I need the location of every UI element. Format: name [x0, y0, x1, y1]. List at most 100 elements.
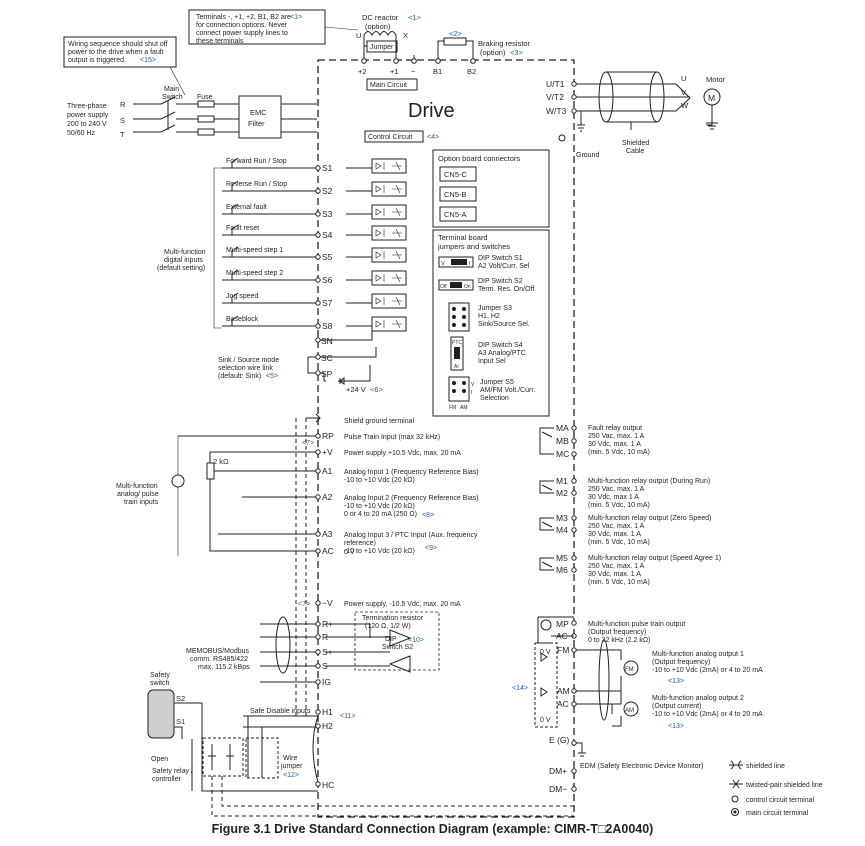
main-circuit-label: Main Circuit — [370, 82, 407, 89]
fm-desc: Multi-function analog output 1 — [652, 651, 744, 658]
relay-output-desc: 250 Vac, max. 1 A — [588, 563, 645, 570]
ref-10: <10> — [408, 637, 424, 644]
relay-output-terminal: M4 — [556, 525, 568, 535]
control-terminal — [315, 211, 321, 217]
optocoupler-icon — [371, 181, 407, 197]
comm-terminal: R− — [322, 632, 333, 642]
relay-output-terminal: M2 — [556, 488, 568, 498]
jumper-s5-pins — [452, 381, 466, 393]
open-label: Open — [151, 756, 168, 763]
pulse-source — [171, 474, 185, 488]
analog-input-terminal: A2 — [322, 492, 333, 502]
comm-wires — [260, 623, 390, 683]
comm-terminal: R+ — [322, 619, 333, 629]
analog-out-box — [534, 642, 558, 728]
control-terminal — [571, 567, 577, 573]
analog-inputs-label: Multi-function — [116, 483, 158, 490]
analog-inputs-label: analog/ pulse — [117, 491, 159, 498]
power-supply-label: 50/60 Hz — [67, 130, 96, 137]
fm-meter-label: FM — [625, 667, 634, 673]
shielded-cable-label: Shielded — [622, 140, 649, 147]
edm-label: EDM (Safety Electronic Device Monitor) — [580, 763, 703, 770]
wiring-note-line: Wiring sequence should shut off — [68, 41, 168, 48]
control-terminal — [315, 468, 321, 474]
am-desc: (Output current) — [652, 703, 701, 710]
pulse-out-symbol — [540, 619, 552, 631]
control-terminal — [571, 527, 577, 533]
braking-ref: <3> — [510, 48, 524, 57]
relay-output-desc: 250 Vac, max. 1 A — [588, 523, 645, 530]
am-meter — [623, 701, 639, 717]
sc-terminal — [315, 354, 321, 360]
digital-inputs-label: digital inputs — [164, 257, 203, 264]
am-desc: -10 to +10 Vdc (2mA) or 4 to 20 mA — [652, 711, 763, 718]
fm-desc: (Output frequency) — [652, 659, 710, 666]
control-terminal — [571, 515, 577, 521]
braking-wires — [437, 40, 474, 61]
optocoupler-icon — [371, 247, 407, 263]
term-sp: SP — [321, 369, 333, 379]
relay-output-terminal: M6 — [556, 565, 568, 575]
dip-s1-label: DIP Switch S1 — [478, 255, 523, 262]
analog-input-terminal: −V — [322, 598, 333, 608]
analog-out-shield — [598, 639, 610, 721]
braking-resistor — [443, 37, 467, 46]
motor-terminal-u: U — [681, 74, 686, 83]
phase-s: S — [120, 116, 125, 125]
jumper-s3-label: H1, H2 — [478, 313, 500, 320]
cn5c — [439, 166, 477, 182]
dip-label: DIP — [385, 636, 397, 643]
sn-sc-sp-wires — [318, 328, 377, 382]
ref-11: <11> — [340, 713, 355, 720]
ref-9: <9> — [425, 545, 437, 552]
jumper-s5-tag: FM — [449, 405, 456, 411]
comm-terminal: IG — [322, 677, 331, 687]
optocoupler-icon — [371, 270, 407, 286]
control-terminal — [315, 634, 321, 640]
relay-output-desc: 30 Vdc, max 1 A — [588, 494, 639, 501]
jumper-s5-icon — [448, 376, 470, 402]
digital-input-label: Multi-speed step 1 — [226, 247, 283, 254]
term-eg: E (G) — [549, 735, 569, 745]
jumper-s5-label: Jumper S5 — [480, 379, 514, 386]
am-ref: <13> — [668, 723, 684, 730]
analog-input-desc: Analog Input 2 (Frequency Reference Bias… — [344, 495, 479, 502]
relay-output-desc: Fault relay output — [588, 425, 642, 432]
control-terminal — [571, 438, 577, 444]
terminals-note-line: connect power supply lines to — [196, 30, 288, 37]
optocoupler-icon — [371, 316, 407, 332]
digital-input-label: Baseblock — [226, 316, 259, 323]
analog-input-desc: -10 to +10 Vdc (20 kΩ) — [344, 477, 415, 484]
dip-s2-tag: On — [464, 284, 471, 290]
emc-label: EMC — [250, 108, 267, 117]
cn5b-label: CN5-B — [444, 190, 467, 199]
plus24-diode — [339, 377, 345, 385]
term-h2: H2 — [322, 721, 333, 731]
braking-option: (option) — [480, 48, 506, 57]
jumper-s3-label: Jumper S3 — [478, 305, 512, 312]
control-terminal — [315, 165, 321, 171]
dc-reactor-ref: <1> — [408, 13, 422, 22]
relay-output-terminal: MB — [556, 436, 569, 446]
wire-jumper — [312, 715, 319, 783]
relay-output-desc: Multi-function relay output (Zero Speed) — [588, 515, 711, 522]
dc-reactor-u: U — [356, 31, 361, 40]
pulse-zero-v-visible: 0 V — [540, 649, 551, 656]
termination-label: Termination resistor — [362, 615, 424, 622]
wiring-note-line: power to the drive when a fault — [68, 49, 163, 56]
wire-jumper-label: Wire — [283, 755, 297, 762]
control-terminal — [315, 449, 321, 455]
terminal-board-title: jumpers and switches — [437, 242, 510, 251]
motor-label: Motor — [706, 75, 726, 84]
control-circuit-ref: <4> — [427, 134, 439, 141]
terminals-note-line: for connection options. Never — [196, 22, 288, 29]
analog-zero-v: 0 V — [540, 717, 551, 724]
dc-term-label: B1 — [433, 67, 442, 76]
fuses — [197, 100, 215, 136]
safety-s1: S1 — [176, 717, 185, 726]
control-terminal — [315, 494, 321, 500]
legend: shielded line twisted-pair shielded line… — [729, 760, 823, 817]
analog-input-desc: 0 V — [344, 549, 355, 556]
